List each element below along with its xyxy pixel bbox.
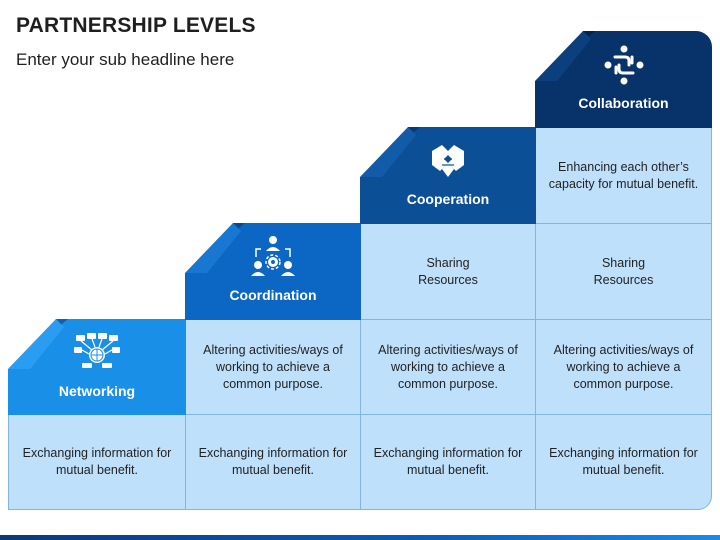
cell-text: Altering activities/ways of working to a… (203, 342, 343, 391)
level-networking-header: Networking (8, 319, 186, 415)
level-coordination-header: Coordination (185, 223, 361, 320)
bottom-accent-bar (0, 535, 720, 540)
team-gear-icon (251, 236, 295, 276)
level-label: Networking (58, 383, 136, 399)
cell-text: Exchanging information for mutual benefi… (549, 446, 698, 477)
level-label: Coordination (229, 287, 317, 303)
level-collaboration-header: Collaboration (535, 31, 712, 128)
cell-cooperation-exchanging: Exchanging information for mutual benefi… (360, 414, 536, 510)
cell-collaboration-enhancing: Enhancing each other’s capacity for mutu… (535, 127, 712, 224)
level-cooperation-header: Cooperation (360, 127, 536, 224)
handshake-icon (432, 145, 464, 177)
page-subtitle: Enter your sub headline here (16, 50, 235, 69)
level-label: Collaboration (578, 95, 669, 111)
cell-collaboration-exchanging: Exchanging information for mutual benefi… (535, 414, 712, 510)
cell-cooperation-sharing: Sharing Resources (360, 223, 536, 320)
page-fold-corner (185, 223, 245, 273)
cell-text: Sharing Resources (418, 255, 478, 287)
cell-text: Exchanging information for mutual benefi… (373, 446, 523, 477)
level-label: Cooperation (406, 191, 490, 207)
page-fold-corner (535, 31, 595, 81)
cell-cooperation-altering: Altering activities/ways of working to a… (360, 319, 536, 415)
cell-networking-exchanging: Exchanging information for mutual benefi… (8, 414, 186, 510)
cell-text: Sharing Resources (593, 255, 654, 287)
page-fold-corner (360, 127, 420, 177)
cell-collaboration-sharing: Sharing Resources (535, 223, 712, 320)
cell-text: Altering activities/ways of working to a… (378, 342, 518, 391)
cell-coordination-altering: Altering activities/ways of working to a… (185, 319, 361, 415)
cell-text: Exchanging information for mutual benefi… (198, 446, 348, 477)
network-icon (74, 333, 120, 368)
page-fold-corner (8, 319, 68, 369)
cell-coordination-exchanging: Exchanging information for mutual benefi… (185, 414, 361, 510)
collaboration-icon (604, 45, 643, 85)
cell-text: Altering activities/ways of working to a… (553, 342, 694, 391)
cell-text: Exchanging information for mutual benefi… (22, 446, 172, 477)
cell-collaboration-altering: Altering activities/ways of working to a… (535, 319, 712, 415)
page-title: PARTNERSHIP LEVELS (16, 14, 256, 37)
cell-text: Enhancing each other’s capacity for mutu… (548, 159, 699, 191)
